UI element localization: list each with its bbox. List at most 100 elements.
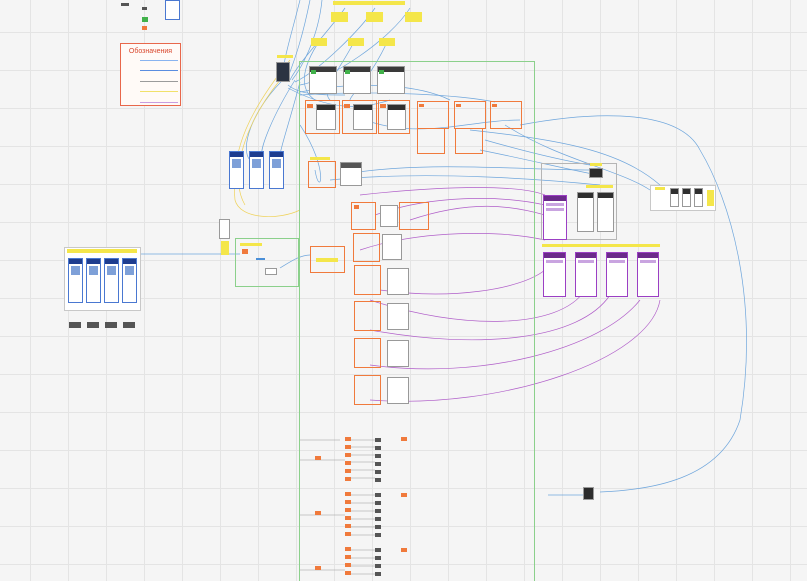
tree-node[interactable] xyxy=(345,437,351,441)
screen-card[interactable] xyxy=(387,268,409,295)
product-screen[interactable] xyxy=(597,192,614,232)
tree-leaf[interactable] xyxy=(375,438,381,442)
top-yellow-note[interactable] xyxy=(366,12,383,22)
tree-leaf[interactable] xyxy=(375,517,381,521)
screen-group[interactable] xyxy=(354,375,381,405)
phone-mockup[interactable] xyxy=(229,151,244,189)
tree-leaf[interactable] xyxy=(375,509,381,513)
product-screen[interactable] xyxy=(637,252,659,297)
tree-leaf[interactable] xyxy=(375,525,381,529)
tree-leaf[interactable] xyxy=(375,454,381,458)
screen-card[interactable] xyxy=(694,188,703,207)
tree-node[interactable] xyxy=(345,571,351,575)
top-yellow-note[interactable] xyxy=(379,38,395,46)
step-badge xyxy=(456,104,461,107)
phone-mockup[interactable] xyxy=(104,258,119,303)
dark-node[interactable] xyxy=(583,487,594,500)
screen-group[interactable] xyxy=(417,128,445,154)
top-left-chip[interactable] xyxy=(142,26,147,30)
tree-leaf[interactable] xyxy=(375,470,381,474)
product-screen[interactable] xyxy=(575,252,597,297)
phone-mockup[interactable] xyxy=(122,258,137,303)
top-yellow-note[interactable] xyxy=(311,38,327,46)
top-left-screen[interactable] xyxy=(165,0,180,20)
tree-node[interactable] xyxy=(345,547,351,551)
tree-leaf[interactable] xyxy=(375,564,381,568)
screen-card[interactable] xyxy=(353,104,373,130)
selected-node[interactable] xyxy=(256,258,265,260)
screen-card[interactable] xyxy=(265,268,277,275)
phone-mockup[interactable] xyxy=(249,151,264,189)
tree-leaf[interactable] xyxy=(375,478,381,482)
top-yellow-note[interactable] xyxy=(405,12,422,22)
tree-node[interactable] xyxy=(401,437,407,441)
dark-node[interactable] xyxy=(589,168,603,178)
tree-node[interactable] xyxy=(345,453,351,457)
top-left-chip[interactable] xyxy=(121,3,129,6)
tree-node[interactable] xyxy=(345,500,351,504)
tree-leaf[interactable] xyxy=(375,556,381,560)
screen-card[interactable] xyxy=(387,377,409,404)
screen-card[interactable] xyxy=(316,104,336,130)
phone-mockup[interactable] xyxy=(86,258,101,303)
tree-node[interactable] xyxy=(345,563,351,567)
tree-node[interactable] xyxy=(401,493,407,497)
screen-group[interactable] xyxy=(490,101,522,129)
note-chip xyxy=(87,322,99,328)
tree-node[interactable] xyxy=(345,516,351,520)
product-screen[interactable] xyxy=(543,252,566,297)
screen-group[interactable] xyxy=(455,128,483,154)
screen-card[interactable] xyxy=(682,188,691,207)
screen-card[interactable] xyxy=(387,303,409,330)
phone-mockup[interactable] xyxy=(68,258,83,303)
tree-leaf[interactable] xyxy=(375,572,381,576)
screen-group[interactable] xyxy=(351,202,376,230)
legend-item xyxy=(121,66,180,77)
tree-leaf[interactable] xyxy=(375,493,381,497)
tree-node[interactable] xyxy=(345,524,351,528)
top-left-chip[interactable] xyxy=(142,7,147,10)
screen-group[interactable] xyxy=(354,265,381,295)
screen-group[interactable] xyxy=(354,338,381,368)
screen-group[interactable] xyxy=(354,301,381,331)
screen-group[interactable] xyxy=(342,100,377,134)
tree-leaf[interactable] xyxy=(375,462,381,466)
tree-node[interactable] xyxy=(345,445,351,449)
tree-leaf[interactable] xyxy=(375,446,381,450)
entry-screen[interactable] xyxy=(219,219,230,239)
phone-group-title xyxy=(67,249,137,253)
tree-node[interactable] xyxy=(345,508,351,512)
tree-node[interactable] xyxy=(401,548,407,552)
screen-group[interactable] xyxy=(308,161,336,188)
status-chip xyxy=(345,70,350,74)
tree-leaf[interactable] xyxy=(375,548,381,552)
central-node[interactable] xyxy=(276,62,290,82)
screen-group[interactable] xyxy=(305,100,340,134)
screen-card[interactable] xyxy=(387,340,409,367)
screen-card[interactable] xyxy=(387,104,406,130)
product-screen[interactable] xyxy=(577,192,594,232)
phone-mockup[interactable] xyxy=(269,151,284,189)
screen-card[interactable] xyxy=(382,234,402,260)
top-yellow-note[interactable] xyxy=(348,38,364,46)
tree-node[interactable] xyxy=(345,461,351,465)
top-left-chip[interactable] xyxy=(142,17,148,22)
screen-card[interactable] xyxy=(380,205,398,227)
tree-node[interactable] xyxy=(345,492,351,496)
tree-node[interactable] xyxy=(345,469,351,473)
tree-node[interactable] xyxy=(345,477,351,481)
top-yellow-note[interactable] xyxy=(331,12,348,22)
screen-group[interactable] xyxy=(378,100,410,134)
tree-leaf[interactable] xyxy=(375,533,381,537)
screen-card[interactable] xyxy=(670,188,679,207)
product-screen[interactable] xyxy=(543,195,567,240)
tree-node[interactable] xyxy=(345,555,351,559)
tree-node[interactable] xyxy=(345,532,351,536)
screen-card[interactable] xyxy=(340,162,362,186)
screen-group[interactable] xyxy=(399,202,429,230)
tree-leaf[interactable] xyxy=(375,501,381,505)
screen-group[interactable] xyxy=(310,246,345,273)
product-screen[interactable] xyxy=(606,252,628,297)
screen-group[interactable] xyxy=(353,233,380,262)
